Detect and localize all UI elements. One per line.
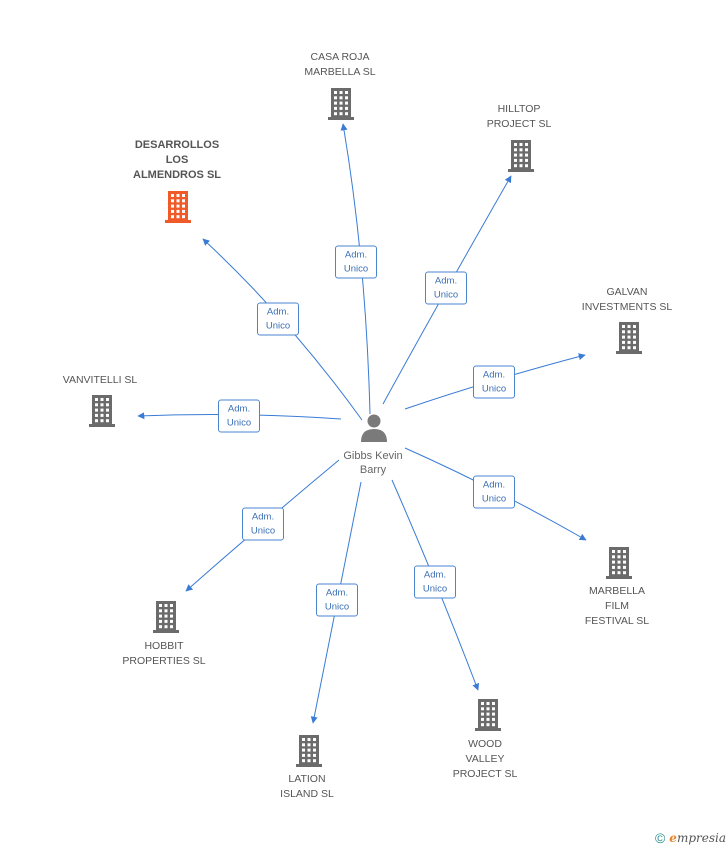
edge-role-line2: Unico (343, 263, 369, 275)
node-label-line: LATION (288, 773, 326, 785)
node-label-line: ISLAND SL (280, 788, 334, 800)
node-label-marbella-film[interactable]: MARBELLA FILM FESTIVAL SL (585, 584, 649, 629)
edge-role-line2: Unico (265, 320, 291, 332)
node-label-line: FESTIVAL SL (584, 615, 650, 627)
edge-role-line1: Adm. (325, 587, 349, 599)
edge-role-hilltop[interactable]: Adm. Unico (425, 271, 467, 305)
galvan-building-icon[interactable] (616, 322, 642, 354)
node-label-line: LOS (165, 154, 189, 166)
node-label-wood-valley[interactable]: WOOD VALLEY PROJECT SL (453, 737, 518, 782)
node-label-line: GALVAN (606, 286, 648, 298)
edge-role-line1: Adm. (434, 275, 458, 287)
node-label-casa-roja[interactable]: CASA ROJA MARBELLA SL (304, 50, 375, 80)
edge-role-line1: Adm. (251, 511, 275, 523)
edge-role-line2: Unico (422, 583, 448, 595)
edge-role-line2: Unico (250, 525, 276, 537)
edge-role-line1: Adm. (423, 569, 447, 581)
node-label-line: FILM (605, 600, 629, 612)
edge-role-line2: Unico (226, 417, 252, 429)
edge-role-line1: Adm. (482, 479, 506, 491)
edge-role-casa-roja[interactable]: Adm. Unico (335, 245, 377, 279)
node-label-line: PROJECT SL (452, 768, 518, 780)
node-label-line: INVESTMENTS SL (581, 301, 673, 313)
edge-role-marbella-film[interactable]: Adm. Unico (473, 475, 515, 509)
wood-valley-building-icon[interactable] (475, 699, 501, 731)
edge-role-line1: Adm. (266, 306, 290, 318)
edge-role-hobbit[interactable]: Adm. Unico (242, 507, 284, 541)
edge-role-galvan[interactable]: Adm. Unico (473, 365, 515, 399)
edge-role-desarrollos[interactable]: Adm. Unico (257, 302, 299, 336)
node-label-line: PROJECT SL (486, 118, 552, 130)
edge-role-line2: Unico (324, 601, 350, 613)
node-label-line: HILLTOP (497, 103, 541, 115)
node-label-line: MARBELLA (588, 585, 646, 597)
node-label-line: VALLEY (465, 753, 505, 765)
hilltop-building-icon[interactable] (508, 140, 534, 172)
center-person-name-line2: Barry (359, 464, 387, 476)
node-label-lation[interactable]: LATION ISLAND SL (280, 772, 334, 802)
edge-role-line1: Adm. (344, 249, 368, 261)
center-person-name-line1: Gibbs Kevin (343, 450, 403, 462)
vanvitelli-building-icon[interactable] (89, 395, 115, 427)
node-label-line: VANVITELLI SL (62, 374, 138, 386)
node-label-line: HOBBIT (144, 640, 184, 652)
node-label-hilltop[interactable]: HILLTOP PROJECT SL (487, 102, 552, 132)
empresia-logo: empresia (669, 831, 726, 845)
node-label-galvan[interactable]: GALVAN INVESTMENTS SL (582, 285, 672, 315)
node-label-vanvitelli[interactable]: VANVITELLI SL (63, 373, 138, 388)
edge-role-line2: Unico (433, 289, 459, 301)
casa-roja-building-icon[interactable] (328, 88, 354, 120)
hobbit-building-icon[interactable] (153, 601, 179, 633)
edge-role-wood-valley[interactable]: Adm. Unico (414, 565, 456, 599)
edge-role-vanvitelli[interactable]: Adm. Unico (218, 399, 260, 433)
center-person-label[interactable]: Gibbs Kevin Barry (343, 449, 402, 477)
edge-role-line1: Adm. (482, 369, 506, 381)
edge-role-line2: Unico (481, 493, 507, 505)
copyright-symbol: © (654, 830, 666, 846)
node-label-line: WOOD (468, 738, 502, 750)
node-label-line: DESARROLLOS (134, 139, 220, 151)
footer-brand: © empresia (655, 830, 726, 846)
edge-role-line1: Adm. (227, 403, 251, 415)
person-icon[interactable] (361, 414, 387, 443)
node-label-line: ALMENDROS SL (133, 169, 221, 181)
edge-role-lation[interactable]: Adm. Unico (316, 583, 358, 617)
marbella-film-building-icon[interactable] (606, 547, 632, 579)
node-label-line: PROPERTIES SL (122, 655, 206, 667)
node-label-line: CASA ROJA (310, 51, 370, 63)
edge-role-line2: Unico (481, 383, 507, 395)
desarrollos-building-icon[interactable] (165, 191, 191, 223)
node-label-hobbit[interactable]: HOBBIT PROPERTIES SL (122, 639, 205, 669)
node-label-desarrollos[interactable]: DESARROLLOS LOS ALMENDROS SL (133, 138, 221, 183)
lation-building-icon[interactable] (296, 735, 322, 767)
node-label-line: MARBELLA SL (304, 66, 376, 78)
